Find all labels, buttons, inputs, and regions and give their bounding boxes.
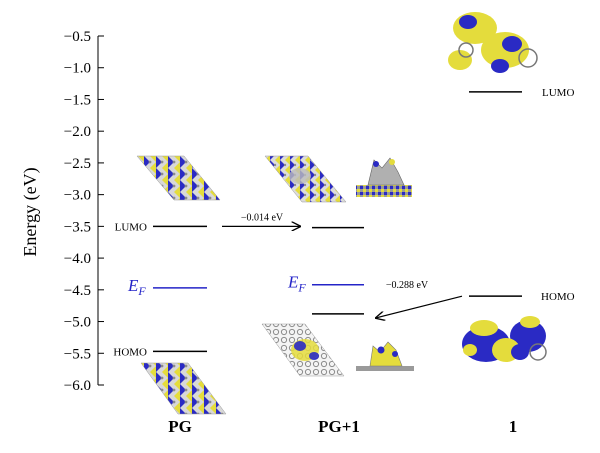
axis-tick-label: −2.0 (64, 124, 91, 140)
axis-tick-label: −1.5 (64, 92, 91, 108)
homo-shift-arrow (376, 295, 463, 318)
pg1-fermi-label: EF (287, 273, 306, 295)
axis-tick-label: −5.5 (64, 346, 91, 362)
mol-homo-label: HOMO (541, 291, 575, 303)
pg1-homo-side-structure (356, 341, 414, 371)
pg-fermi-sub: F (137, 284, 146, 298)
pg1-fermi-sub: F (297, 281, 306, 295)
axis-tick-label: −0.5 (64, 29, 91, 45)
mol-homo-orbital (462, 316, 547, 362)
pg-lumo-label: LUMO (115, 221, 147, 233)
column-label-pg: PG (168, 417, 192, 436)
pg1-lumo-structure (264, 155, 347, 203)
axis-tick-label: −3.5 (64, 219, 91, 235)
pg1-fermi-main: E (287, 273, 299, 292)
axis-label: Energy (eV) (20, 167, 41, 256)
axis-tick-label: −3.0 (64, 188, 91, 204)
energy-axis: −0.5 −1.0 −1.5 −2.0 −2.5 −3.0 −3.5 −4.0 −4.5 −5.0… (20, 29, 104, 394)
axis-tick-label: −1.0 (64, 61, 91, 77)
column-label-mol: 1 (509, 417, 518, 436)
lumo-shift-label: −0.014 eV (241, 212, 284, 223)
energy-levels (153, 91, 522, 353)
pg-lumo-structure (136, 155, 221, 201)
column-label-pg1: PG+1 (318, 417, 360, 436)
pg-homo-structure (140, 362, 227, 415)
axis-tick-label: −4.0 (64, 251, 91, 267)
axis-ticks: −0.5 −1.0 −1.5 −2.0 −2.5 −3.0 −3.5 −4.0 −4.5 −5.0… (64, 29, 104, 394)
mol-lumo-orbital (448, 12, 538, 73)
axis-tick-label: −6.0 (64, 378, 91, 394)
axis-tick-label: −2.5 (64, 156, 91, 172)
pg-homo-label: HOMO (113, 346, 147, 358)
homo-shift-label: −0.288 eV (386, 280, 429, 291)
axis-tick-label: −4.5 (64, 283, 91, 299)
pg1-lumo-side-structure (356, 157, 412, 197)
mol-lumo-label: LUMO (542, 87, 574, 99)
pg-fermi-label: EF (127, 276, 146, 298)
pg-fermi-main: E (127, 276, 139, 295)
pg1-homo-structure (261, 323, 345, 377)
axis-tick-label: −5.0 (64, 315, 91, 331)
